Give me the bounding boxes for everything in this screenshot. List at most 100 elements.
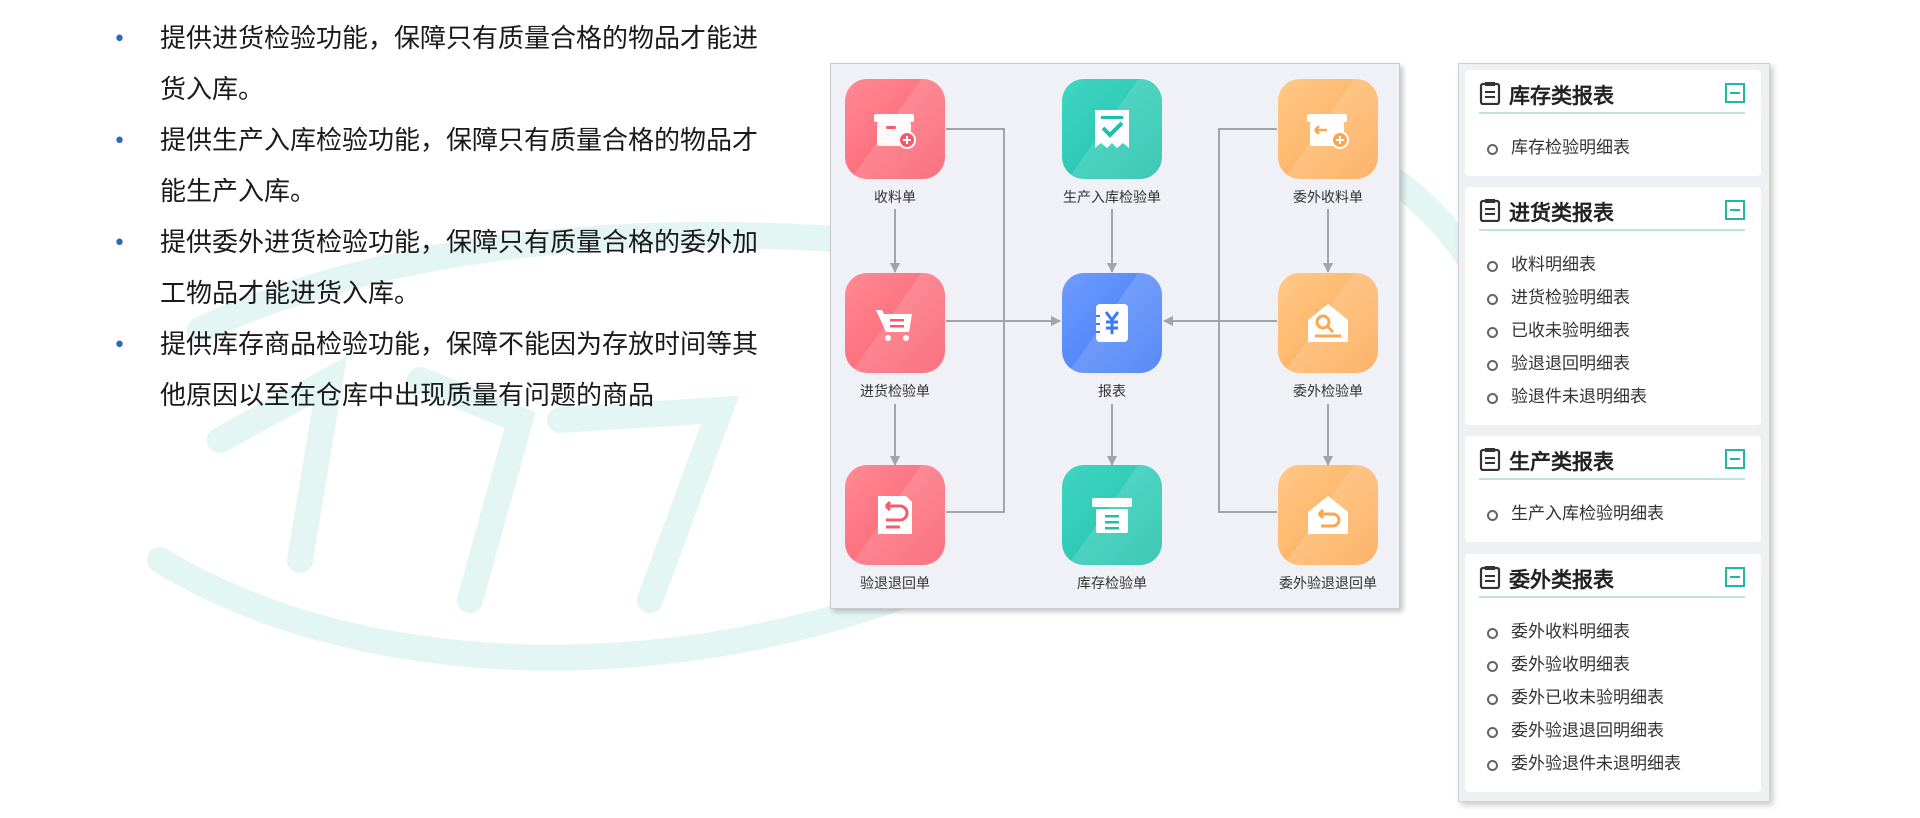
report-group-header[interactable]: 进货类报表 (1465, 187, 1761, 231)
flow-node-label: 收料单 (874, 190, 916, 206)
bullet-dot-icon: • (113, 129, 126, 154)
report-group-title: 委外类报表 (1509, 568, 1614, 592)
report-item-label: 委外验退件未退明细表 (1511, 754, 1681, 774)
header-divider (1479, 229, 1745, 231)
purchase-inspection-tile (845, 273, 945, 373)
bullet-ring-icon (1487, 327, 1498, 338)
feature-text: 能生产入库。 (160, 177, 317, 207)
report-item[interactable]: 委外收料明细表 (1465, 616, 1761, 649)
bullet-dot-icon: • (113, 333, 126, 358)
outsource-receipt-tile (1278, 79, 1378, 179)
report-item[interactable]: 委外验退退回明细表 (1465, 715, 1761, 748)
house-return-icon (1308, 496, 1348, 534)
report-group-header[interactable]: 库存类报表 (1465, 70, 1761, 114)
report-tile (1062, 273, 1162, 373)
report-group-outsource: 委外类报表 委外收料明细表 委外验收明细表 委外已收未验明细表 委外验退退回明细… (1465, 554, 1761, 792)
receipt-tile (845, 79, 945, 179)
outsource-return-tile (1278, 465, 1378, 565)
flow-node-label: 报表 (1098, 384, 1126, 400)
report-item-label: 委外已收未验明细表 (1511, 688, 1664, 708)
bullet-ring-icon (1487, 360, 1498, 371)
flow-node-label: 委外验退退回单 (1279, 576, 1377, 592)
report-item[interactable]: 委外验退件未退明细表 (1465, 748, 1761, 781)
report-item-label: 进货检验明细表 (1511, 288, 1630, 308)
report-item[interactable]: 生产入库检验明细表 (1465, 498, 1761, 531)
flow-node-report[interactable]: 报表 (1042, 273, 1182, 401)
feature-list: • 提供进货检验功能，保障只有质量合格的物品才能进货入库。 • 提供生产入库检验功能… (112, 14, 822, 422)
collapse-icon[interactable] (1725, 449, 1745, 469)
report-item-label: 库存检验明细表 (1511, 138, 1630, 158)
report-item[interactable]: 进货检验明细表 (1465, 282, 1761, 315)
bullet-ring-icon (1487, 760, 1498, 771)
report-group-header[interactable]: 生产类报表 (1465, 436, 1761, 480)
flow-node-label: 委外检验单 (1293, 384, 1363, 400)
bullet-ring-icon (1487, 694, 1498, 705)
feature-text: 提供委外进货检验功能，保障只有质量合格的委外加 (160, 228, 759, 258)
report-item[interactable]: 已收未验明细表 (1465, 315, 1761, 348)
report-item[interactable]: 收料明细表 (1465, 249, 1761, 282)
flow-node-purchase-inspection[interactable]: 进货检验单 (825, 273, 965, 401)
clipboard-icon (1479, 82, 1501, 105)
flow-node-outsource-receipt[interactable]: 委外收料单 (1258, 79, 1398, 207)
feature-text: 提供进货检验功能，保障只有质量合格的物品才能进 (160, 24, 759, 54)
feature-item: •提供委外进货检验功能，保障只有质量合格的委外加工物品才能进货入库。 (112, 218, 822, 320)
feature-text: 他原因以至在仓库中出现质量有问题的商品 (160, 381, 655, 411)
yen-document-icon (1096, 304, 1128, 342)
flow-node-production-inspection[interactable]: 生产入库检验单 (1042, 79, 1182, 207)
report-item[interactable]: 验退退回明细表 (1465, 348, 1761, 381)
collapse-icon[interactable] (1725, 200, 1745, 220)
flow-node-label: 进货检验单 (860, 384, 930, 400)
bullet-ring-icon (1487, 393, 1498, 404)
report-panel: 库存类报表 库存检验明细表 进货类报表 收料明细表 进货检验明细表 已收未验明细… (1458, 63, 1770, 802)
inspection-flow-diagram: 收料单 生产入库检验单 委外收料单 (830, 63, 1400, 609)
report-item[interactable]: 库存检验明细表 (1465, 132, 1761, 165)
flow-node-stock-inspection[interactable]: 库存检验单 (1042, 465, 1182, 593)
bullet-ring-icon (1487, 261, 1498, 272)
report-item-label: 验退件未退明细表 (1511, 387, 1647, 407)
collapse-icon[interactable] (1725, 83, 1745, 103)
feature-text: 货入库。 (160, 75, 265, 105)
collapse-icon[interactable] (1725, 567, 1745, 587)
report-group-production: 生产类报表 生产入库检验明细表 (1465, 436, 1761, 542)
report-group-header[interactable]: 委外类报表 (1465, 554, 1761, 598)
clipboard-icon (1479, 448, 1501, 471)
bullet-dot-icon: • (113, 231, 126, 256)
flow-node-label: 生产入库检验单 (1063, 190, 1161, 206)
stock-inspection-tile (1062, 465, 1162, 565)
report-item-label: 收料明细表 (1511, 255, 1596, 275)
flow-node-label: 库存检验单 (1077, 576, 1147, 592)
report-item[interactable]: 委外已收未验明细表 (1465, 682, 1761, 715)
flow-node-label: 委外收料单 (1293, 190, 1363, 206)
bullet-ring-icon (1487, 510, 1498, 521)
flow-node-outsource-return[interactable]: 委外验退退回单 (1258, 465, 1398, 593)
report-item-label: 委外验退退回明细表 (1511, 721, 1664, 741)
return-order-tile (845, 465, 945, 565)
box-plus-icon (874, 114, 916, 149)
bullet-ring-icon (1487, 661, 1498, 672)
report-item-label: 生产入库检验明细表 (1511, 504, 1664, 524)
clipboard-icon (1479, 566, 1501, 589)
bullet-ring-icon (1487, 628, 1498, 639)
feature-text: 提供生产入库检验功能，保障只有质量合格的物品才 (160, 126, 759, 156)
header-divider (1479, 478, 1745, 480)
return-document-icon (878, 496, 912, 534)
flow-node-label: 验退退回单 (860, 576, 930, 592)
report-group-title: 库存类报表 (1509, 84, 1614, 108)
bullet-dot-icon: • (113, 27, 126, 52)
report-list: 委外收料明细表 委外验收明细表 委外已收未验明细表 委外验退退回明细表 委外验退… (1465, 604, 1761, 789)
feature-item: • 提供生产入库检验功能，保障只有质量合格的物品才能生产入库。 (112, 116, 822, 218)
report-group-stock: 库存类报表 库存检验明细表 (1465, 70, 1761, 176)
report-item[interactable]: 验退件未退明细表 (1465, 381, 1761, 414)
feature-item: • 提供库存商品检验功能，保障不能因为存放时间等其他原因以至在仓库中出现质量有问题… (112, 320, 822, 422)
feature-text: 提供库存商品检验功能，保障不能因为存放时间等其 (160, 330, 759, 360)
outsource-inspection-tile (1278, 273, 1378, 373)
flow-node-receipt[interactable]: 收料单 (825, 79, 965, 207)
report-item-label: 验退退回明细表 (1511, 354, 1630, 374)
flow-node-return-order[interactable]: 验退退回单 (825, 465, 965, 593)
report-group-title: 生产类报表 (1509, 450, 1614, 474)
bullet-ring-icon (1487, 727, 1498, 738)
clipboard-icon (1479, 199, 1501, 222)
report-item[interactable]: 委外验收明细表 (1465, 649, 1761, 682)
flow-node-outsource-inspection[interactable]: 委外检验单 (1258, 273, 1398, 401)
box-arrow-icon (1307, 114, 1349, 149)
